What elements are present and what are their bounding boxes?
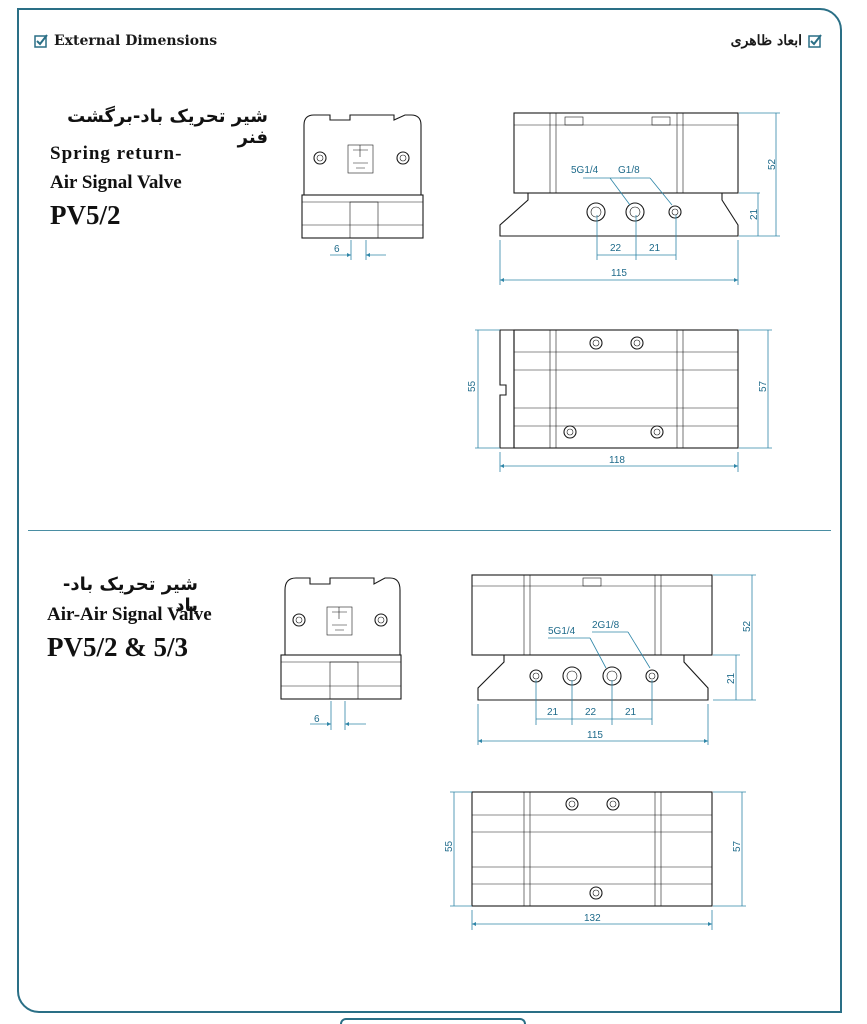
s2-side-dim-spacing-a: 21 — [547, 707, 559, 718]
section-divider — [28, 530, 831, 531]
s1-side-port-main: 5G1/4 — [571, 165, 599, 176]
s2-front-view — [280, 577, 402, 730]
section2-title-fa: شیر تحریک باد-باد — [62, 574, 198, 616]
s1-front-view — [301, 114, 424, 260]
s2-side-dim-height: 52 — [742, 620, 753, 632]
checkbox-checked-icon — [34, 34, 48, 48]
s1-front-dim-slot: 6 — [334, 244, 340, 255]
s2-side-dim-spacing-c: 21 — [625, 707, 637, 718]
s2-top-dim-length: 132 — [584, 913, 601, 924]
s2-side-dim-base: 21 — [726, 672, 737, 684]
section1-model: PV5/2 — [50, 200, 121, 230]
s2-side-dim-length: 115 — [587, 730, 603, 741]
section1-title-en-line1: Spring return- — [50, 143, 183, 164]
s1-top-view — [475, 329, 772, 472]
section2-model: PV5/2 & 5/3 — [47, 632, 188, 662]
s1-side-view — [499, 112, 780, 285]
s1-side-dim-length: 115 — [611, 268, 627, 279]
page-frame — [17, 8, 842, 1013]
s1-top-dim-length: 118 — [609, 455, 625, 466]
s1-top-dim-width-right: 57 — [758, 380, 769, 392]
checkbox-checked-icon — [808, 34, 822, 48]
s2-side-port-pilot: 2G1/8 — [592, 620, 620, 631]
section1-title-en-line2: Air Signal Valve — [50, 172, 182, 193]
s1-top-dim-width-left: 55 — [467, 380, 478, 392]
s2-front-dim-slot: 6 — [314, 714, 320, 725]
s2-top-dim-width-right: 57 — [732, 840, 743, 852]
s2-top-view — [450, 791, 746, 930]
section2-title-en: Air-Air Signal Valve — [47, 604, 212, 625]
s2-side-dim-spacing-b: 22 — [585, 707, 597, 718]
s2-side-port-main: 5G1/4 — [548, 626, 576, 637]
section1-title-fa: شیر تحریک باد-برگشت فنر — [67, 106, 268, 148]
s1-side-port-pilot: G1/8 — [618, 165, 640, 176]
s2-top-dim-width-left: 55 — [444, 840, 455, 852]
header-title-en: External Dimensions — [54, 33, 218, 49]
s1-side-dim-spacing-b: 21 — [649, 243, 661, 254]
bottom-tab — [340, 1018, 526, 1024]
header-dimensions-fa: ابعاد ظاهری — [731, 33, 822, 49]
s1-side-dim-base: 21 — [749, 208, 760, 220]
header-external-dimensions: External Dimensions — [34, 33, 217, 49]
header-title-fa: ابعاد ظاهری — [730, 33, 802, 49]
s1-side-dim-spacing-a: 22 — [610, 243, 622, 254]
s2-side-view — [471, 574, 756, 745]
s1-side-dim-height: 52 — [767, 158, 778, 170]
